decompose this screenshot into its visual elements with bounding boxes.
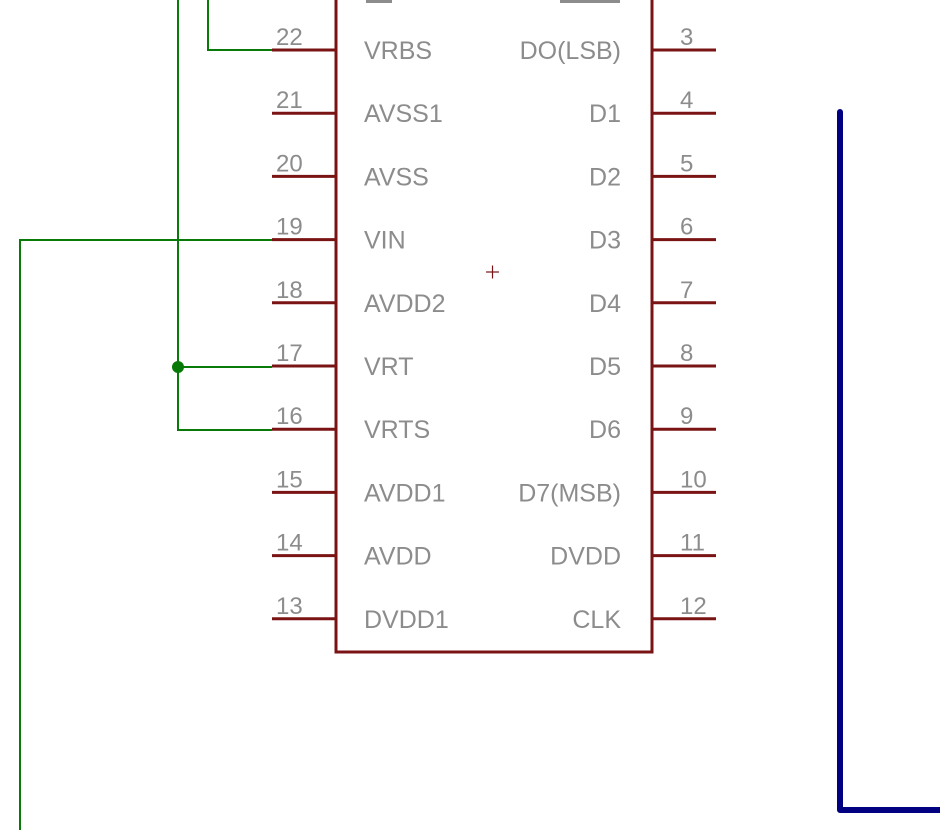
pin-name: D7(MSB) [518,479,621,507]
pin-4[interactable]: 4 D1 [589,87,716,128]
net-vin[interactable] [19,239,272,830]
net-junction-dot [172,361,184,373]
net-vrbs[interactable] [207,0,272,51]
left-pins-group: 22 VRBS 21 AVSS1 20 AVSS 19 VIN 18 AVDD2 17 VRT 16 VR… [272,24,449,634]
pin-16[interactable]: 16 VRTS [272,403,430,444]
pin-name: D4 [589,290,621,318]
ic-body-outline [334,0,654,654]
pin-number: 19 [276,214,303,241]
cut-off-label-left [366,0,392,3]
pin-name: AVDD1 [364,479,446,507]
pin-name: VRT [364,353,414,381]
pin-number: 10 [680,466,707,493]
pin-19[interactable]: 19 VIN [272,214,406,255]
pin-name: AVSS [364,163,429,191]
pin-number: 11 [680,530,705,557]
pin-name: DO(LSB) [520,37,621,65]
net-vrt-vrts[interactable] [177,0,272,431]
pin-name: DVDD [550,543,621,571]
pin-number: 22 [276,24,303,51]
pin-13[interactable]: 13 DVDD1 [272,593,449,634]
pin-number: 14 [276,530,303,557]
pin-number: 12 [680,593,707,620]
pin-number: 3 [680,24,693,51]
pin-5[interactable]: 5 D2 [589,150,716,191]
pin-name: D5 [589,353,621,381]
origin-cross-icon [486,265,499,279]
pin-name: D1 [589,100,621,128]
pin-number: 9 [680,403,693,430]
pin-name: D6 [589,416,621,444]
pin-name: D3 [589,227,621,255]
right-pins-group: 3 DO(LSB) 4 D1 5 D2 6 D3 7 D4 8 D5 9 D6 10 D7(MSB) 11 DVD… [518,24,716,634]
pin-9[interactable]: 9 D6 [589,403,716,444]
bus-line[interactable] [837,109,940,813]
pin-15[interactable]: 15 AVDD1 [272,466,446,507]
pin-14[interactable]: 14 AVDD [272,530,432,571]
pin-22[interactable]: 22 VRBS [272,24,432,65]
pin-number: 4 [680,87,693,114]
pin-name: DVDD1 [364,606,449,634]
pin-21[interactable]: 21 AVSS1 [272,87,443,128]
pin-number: 16 [276,403,303,430]
pin-number: 20 [276,150,303,177]
cut-off-label-right [560,0,620,3]
pin-number: 7 [680,277,693,304]
pin-number: 15 [276,466,303,493]
pin-3[interactable]: 3 DO(LSB) [520,24,716,65]
pin-20[interactable]: 20 AVSS [272,150,429,191]
pin-number: 17 [276,340,303,367]
pin-number: 21 [276,87,303,114]
pin-name: D2 [589,163,621,191]
pin-number: 18 [276,277,303,304]
pin-number: 13 [276,593,303,620]
pin-7[interactable]: 7 D4 [589,277,716,318]
pin-name: CLK [572,606,621,634]
pin-18[interactable]: 18 AVDD2 [272,277,446,318]
pin-11[interactable]: 11 DVDD [550,530,716,571]
pin-12[interactable]: 12 CLK [572,593,716,634]
pin-6[interactable]: 6 D3 [589,214,716,255]
pin-number: 5 [680,150,693,177]
pin-number: 8 [680,340,693,367]
nets-group [19,0,272,830]
pin-8[interactable]: 8 D5 [589,340,716,381]
pin-17[interactable]: 17 VRT [272,340,414,381]
pin-name: AVDD2 [364,290,446,318]
pin-name: VIN [364,227,406,255]
pin-number: 6 [680,214,693,241]
pin-10[interactable]: 10 D7(MSB) [518,466,716,507]
pin-name: AVSS1 [364,100,443,128]
pin-name: VRBS [364,37,432,65]
pin-name: VRTS [364,416,430,444]
pin-name: AVDD [364,543,432,571]
